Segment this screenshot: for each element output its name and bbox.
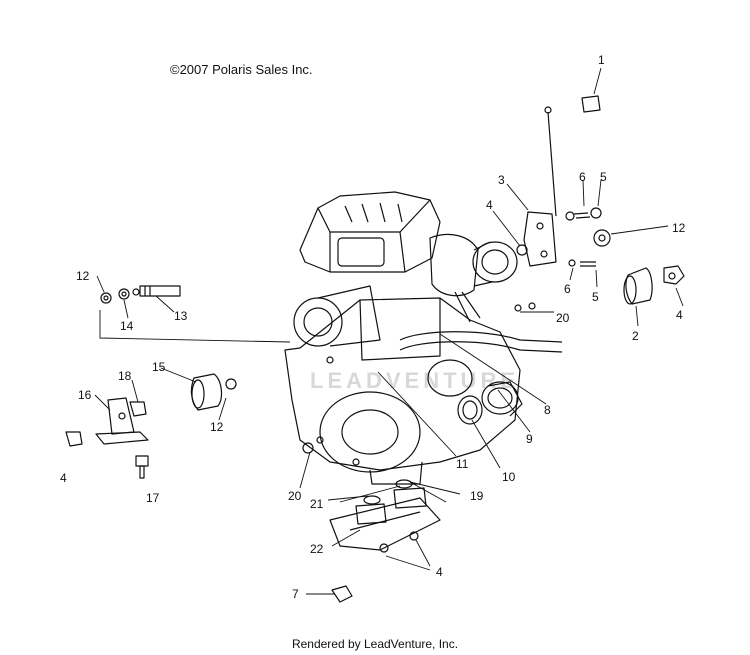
callout-5: 5	[592, 290, 599, 304]
leader-lines	[94, 67, 684, 595]
callout-11: 11	[456, 457, 469, 471]
callout-4: 4	[436, 565, 443, 579]
callout-20: 20	[288, 489, 302, 503]
callout-19: 19	[470, 489, 484, 503]
callout-16: 16	[78, 388, 92, 402]
callout-5: 5	[600, 170, 607, 184]
callout-21: 21	[310, 497, 324, 511]
callout-8: 8	[544, 403, 551, 417]
callout-13: 13	[174, 309, 188, 323]
callout-7: 7	[292, 587, 299, 601]
callout-labels: 1 2 3 4 4 4 4 5 5 6 6 7 8 9 10 11 12 12 …	[60, 53, 686, 601]
callout-3: 3	[498, 173, 505, 187]
callout-20: 20	[556, 311, 570, 325]
callout-14: 14	[120, 319, 134, 333]
callout-4: 4	[676, 308, 683, 322]
callout-4: 4	[486, 198, 493, 212]
copyright-text: ©2007 Polaris Sales Inc.	[170, 62, 313, 77]
callout-6: 6	[579, 170, 586, 184]
callout-17: 17	[146, 491, 160, 505]
callout-4: 4	[60, 471, 67, 485]
callout-10: 10	[502, 470, 516, 484]
callout-1: 1	[598, 53, 605, 67]
footer-credit: Rendered by LeadVenture, Inc.	[291, 637, 459, 651]
callout-18: 18	[118, 369, 132, 383]
callout-2: 2	[632, 329, 639, 343]
callout-12: 12	[76, 269, 90, 283]
callout-12: 12	[210, 420, 224, 434]
watermark-text: LEADVENTURE	[310, 368, 520, 393]
callout-6: 6	[564, 282, 571, 296]
callout-9: 9	[526, 432, 533, 446]
callout-22: 22	[310, 542, 324, 556]
engine-drawing	[65, 95, 685, 603]
callout-12: 12	[672, 221, 686, 235]
callout-15: 15	[152, 360, 166, 374]
